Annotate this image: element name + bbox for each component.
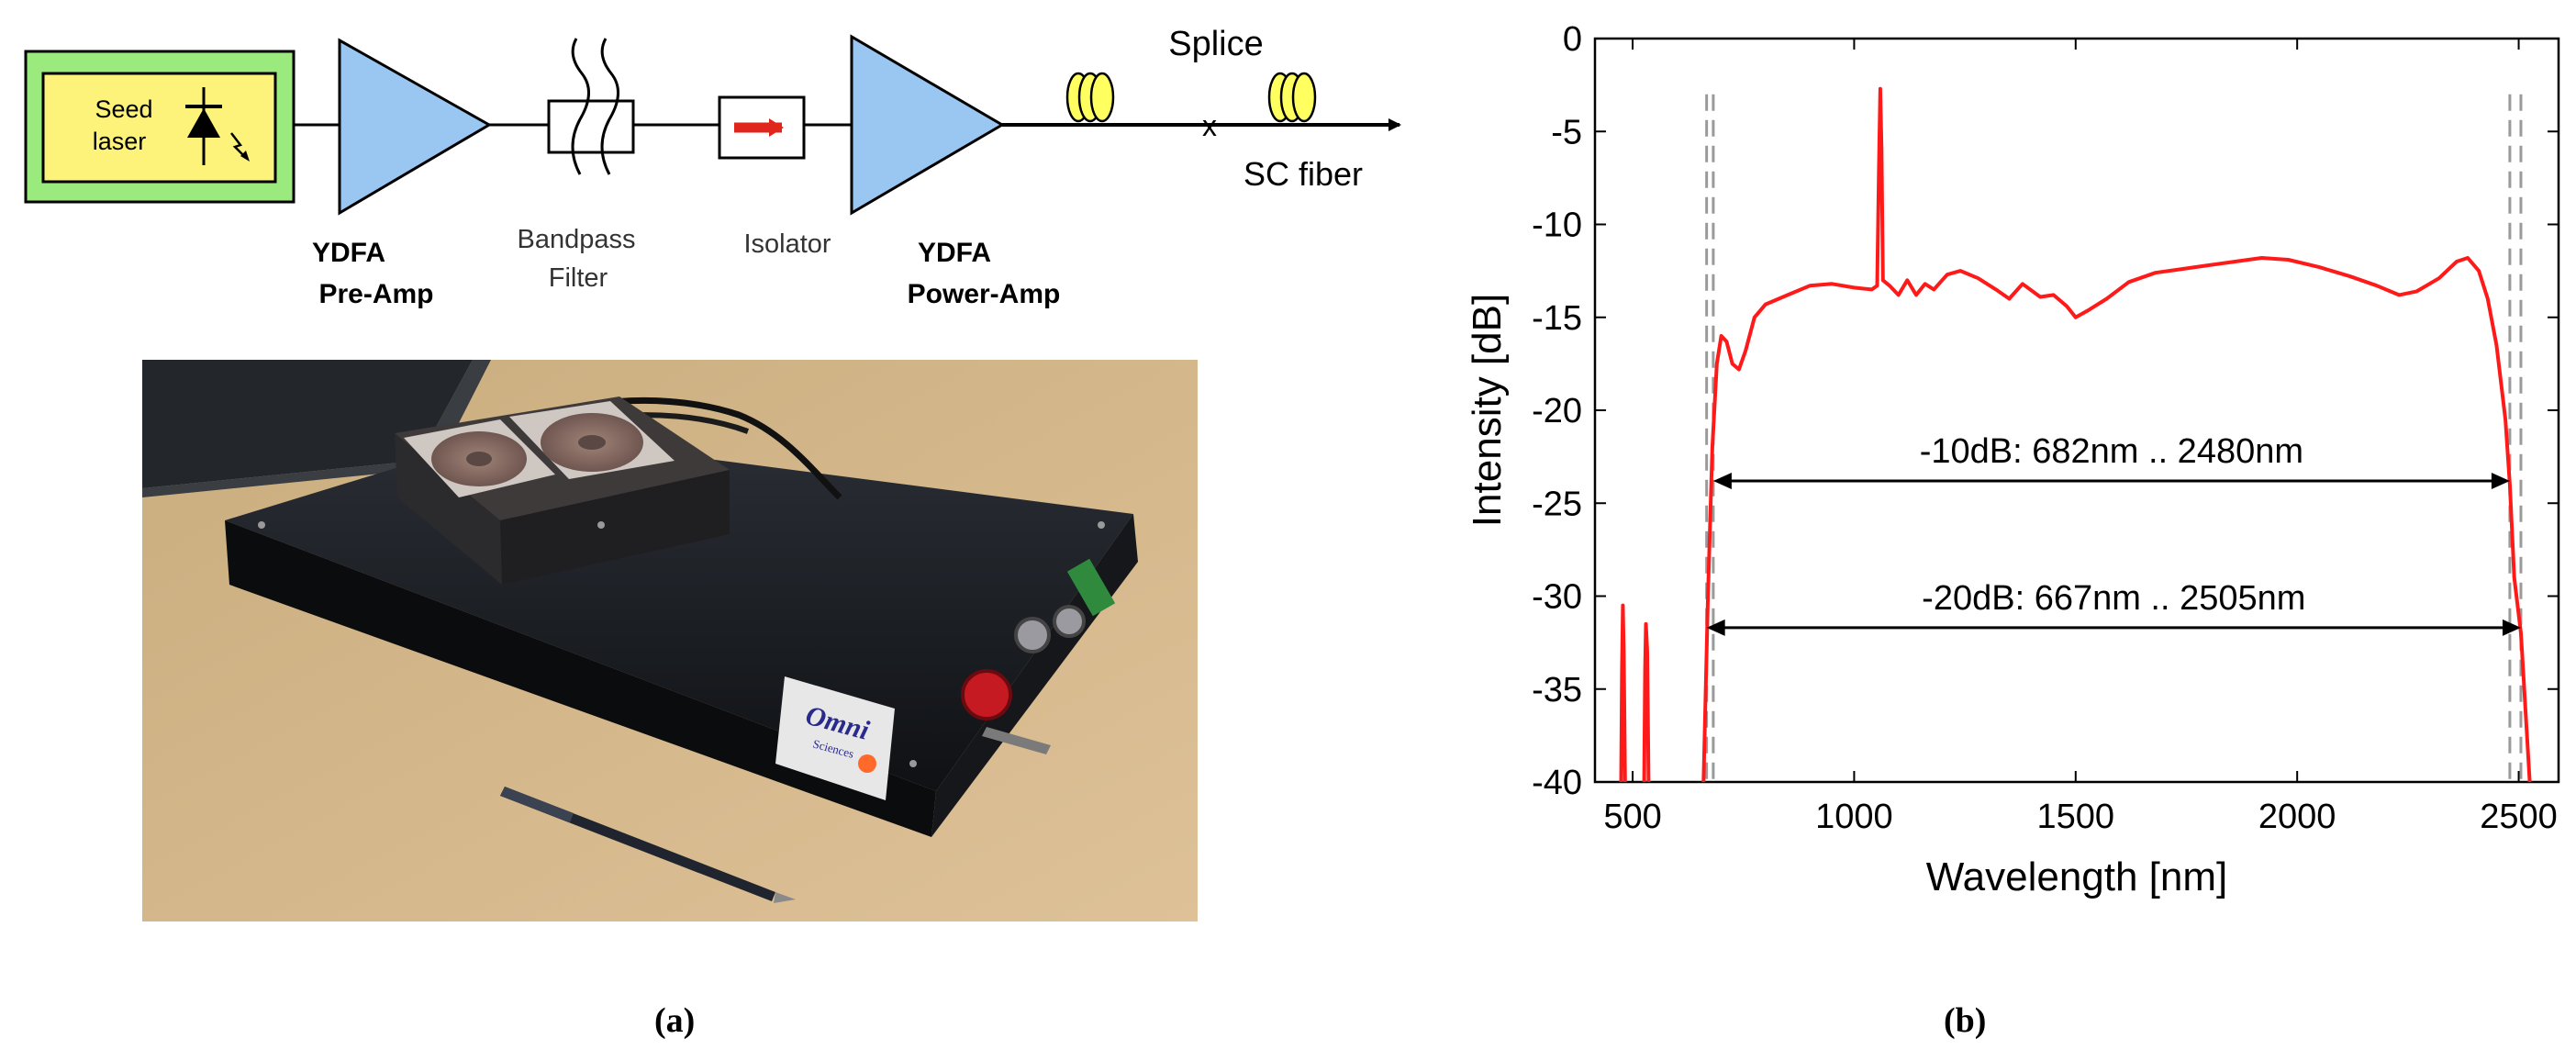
poweramp-label-line2: Power-Amp	[908, 279, 1061, 309]
arrowhead-right	[2491, 472, 2510, 489]
fan-icon	[509, 401, 675, 479]
y-tick-label: -35	[1532, 671, 1582, 709]
ydfa-poweramp-block: YDFA Power-Amp	[850, 34, 1061, 309]
device-photo: Omni Sciences	[142, 360, 1198, 921]
preamp-label-line1: YDFA	[312, 238, 385, 268]
bandpass-filter-block: Bandpass Filter	[518, 38, 636, 293]
isolator-block: Isolator	[718, 95, 831, 259]
y-tick-label: -20	[1532, 392, 1582, 430]
bandwidth-annotation: -20dB: 667nm .. 2505nm	[1922, 579, 2305, 618]
fiber-coil-icon	[1065, 72, 1115, 123]
laser-diode-icon	[185, 87, 250, 165]
spectrum-chart: 0 -5 -10 -15 -20 -25 -30 -35 -40 500 1000 1500 2000…	[1465, 20, 2560, 899]
fiber-label: SC fiber	[1243, 155, 1363, 193]
caption-b: (b)	[1944, 1001, 1987, 1040]
y-tick-label: -30	[1532, 578, 1582, 617]
plot-frame	[1593, 37, 2560, 784]
y-tick-label: -15	[1532, 299, 1582, 338]
isolator-label: Isolator	[743, 229, 831, 259]
x-tick-label: 1500	[2037, 798, 2115, 836]
spectrum-line	[1701, 86, 2532, 783]
y-tick-label: -5	[1551, 113, 1582, 151]
bandwidth-annotation: -10dB: 682nm .. 2480nm	[1920, 432, 2303, 471]
device-photo-drawing: Omni Sciences	[142, 360, 1198, 921]
caption-a: (a)	[654, 1001, 696, 1040]
seed-label-line2: laser	[93, 128, 147, 155]
arrowhead-right	[2502, 619, 2521, 636]
x-tick-label: 1000	[1815, 798, 1893, 836]
y-tick-label: -10	[1532, 207, 1582, 245]
ydfa-preamp-block: YDFA Pre-Amp	[312, 38, 493, 309]
filter-label-line1: Bandpass	[518, 225, 636, 254]
splice-label: Splice	[1168, 25, 1264, 63]
y-axis-label: Intensity [dB]	[1465, 294, 1510, 527]
y-tick-label: -40	[1532, 764, 1582, 802]
block-diagram: Seed laser YDFA Pre-Amp Bandpass Filter	[24, 25, 1401, 309]
x-tick-label: 500	[1603, 798, 1661, 836]
filter-label-line2: Filter	[549, 263, 608, 293]
brand-label: Omni Sciences	[775, 676, 895, 800]
x-axis-label: Wavelength [nm]	[1926, 854, 2228, 899]
y-tick-label: -25	[1532, 485, 1582, 523]
spectrum-line	[1619, 603, 1627, 783]
fan-icon	[404, 419, 555, 497]
arrowhead-left	[1712, 472, 1732, 489]
x-tick-label: 2000	[2258, 798, 2336, 836]
seed-label-line1: Seed	[95, 95, 152, 123]
seed-laser-block: Seed laser	[24, 50, 296, 204]
fiber-coil-icon	[1267, 72, 1317, 123]
pen	[500, 787, 796, 903]
y-tick-label: 0	[1563, 20, 1582, 59]
preamp-label-line2: Pre-Amp	[318, 279, 433, 309]
x-tick-label: 2500	[2480, 798, 2558, 836]
splice-mark: x	[1202, 109, 1217, 142]
arrowhead-left	[1706, 619, 1725, 636]
poweramp-label-line1: YDFA	[918, 238, 991, 268]
spectrum-line	[1642, 621, 1651, 783]
